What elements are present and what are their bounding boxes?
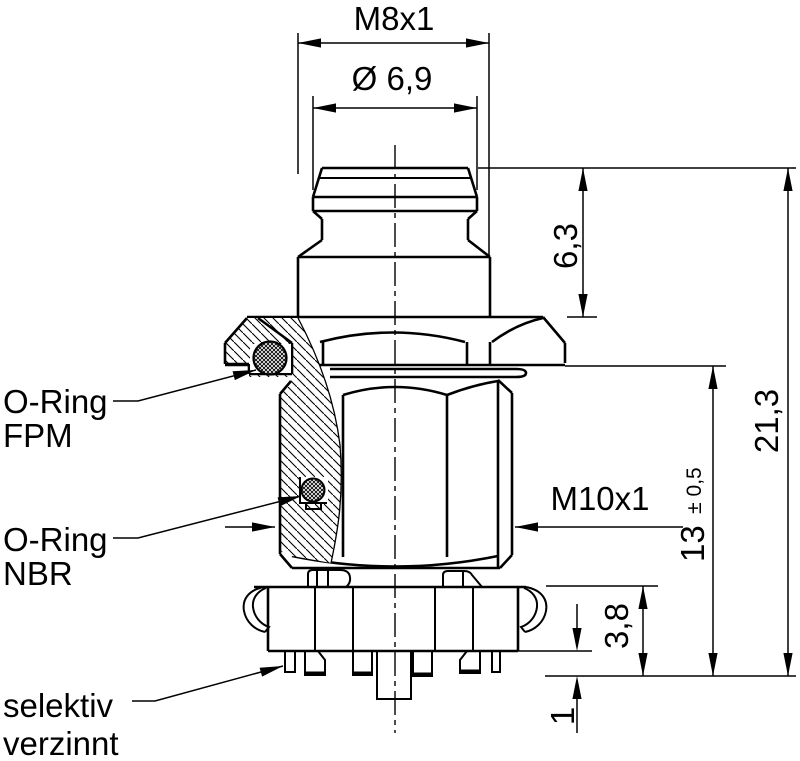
callout-oring-nbr: O-Ring NBR — [3, 491, 303, 592]
oring-fpm-label-line1: O-Ring — [3, 383, 108, 420]
oring-fpm — [250, 340, 291, 376]
dim-label-m8x1: M8x1 — [354, 0, 435, 37]
oring-fpm-label-line2: FPM — [3, 417, 73, 454]
spring-clip-right — [519, 586, 548, 633]
base-housing — [254, 585, 526, 653]
section-cut — [223, 316, 342, 569]
body-m10-hex — [291, 379, 514, 570]
dim-label-body-height-tol: ± 0,5 — [683, 467, 706, 514]
dim-total-height: 21,3 — [748, 168, 793, 676]
dim-label-base-height: 3,8 — [598, 603, 635, 649]
callout-tinned: selektiv verzinnt — [3, 661, 285, 761]
dim-label-pin-tip: 1 — [544, 707, 581, 725]
dim-label-tip-height: 6,3 — [547, 223, 584, 269]
oring-nbr-label-line2: NBR — [3, 555, 73, 592]
oring-nbr — [299, 477, 328, 510]
dim-label-body-height: 13 — [674, 525, 711, 562]
dim-m8: M8x1 — [297, 0, 490, 255]
dim-body-height: 13 ± 0,5 — [565, 365, 726, 676]
oring-nbr-label-line1: O-Ring — [3, 521, 108, 558]
dim-m10: M10x1 — [225, 480, 683, 532]
break-line — [297, 317, 342, 564]
tinned-label-line2: verzinnt — [3, 725, 119, 761]
stud-m8 — [296, 166, 492, 317]
callouts: O-Ring FPM O-Ring NBR selektiv verzinnt — [3, 365, 303, 761]
spring-clip-left — [242, 586, 271, 633]
dim-tip-height: 6,3 — [547, 168, 597, 318]
dim-label-total-height: 21,3 — [748, 389, 785, 453]
dim-base-height: 3,8 — [546, 585, 658, 676]
dim-pin-tip: 1 — [518, 604, 796, 733]
dim-label-m10x1: M10x1 — [550, 480, 649, 517]
dim-tip-diameter: Ø 6,9 — [312, 60, 478, 190]
dim-label-tip-diameter: Ø 6,9 — [352, 60, 433, 97]
tinned-label-line1: selektiv — [3, 687, 114, 724]
dimensions: M8x1 Ø 6,9 6,3 21,3 — [225, 0, 796, 733]
contact-pins — [284, 650, 501, 700]
callout-oring-fpm: O-Ring FPM — [3, 365, 258, 454]
latch-tabs — [307, 569, 483, 588]
svg-text:13 ± 0,5: 13 ± 0,5 — [674, 467, 711, 562]
